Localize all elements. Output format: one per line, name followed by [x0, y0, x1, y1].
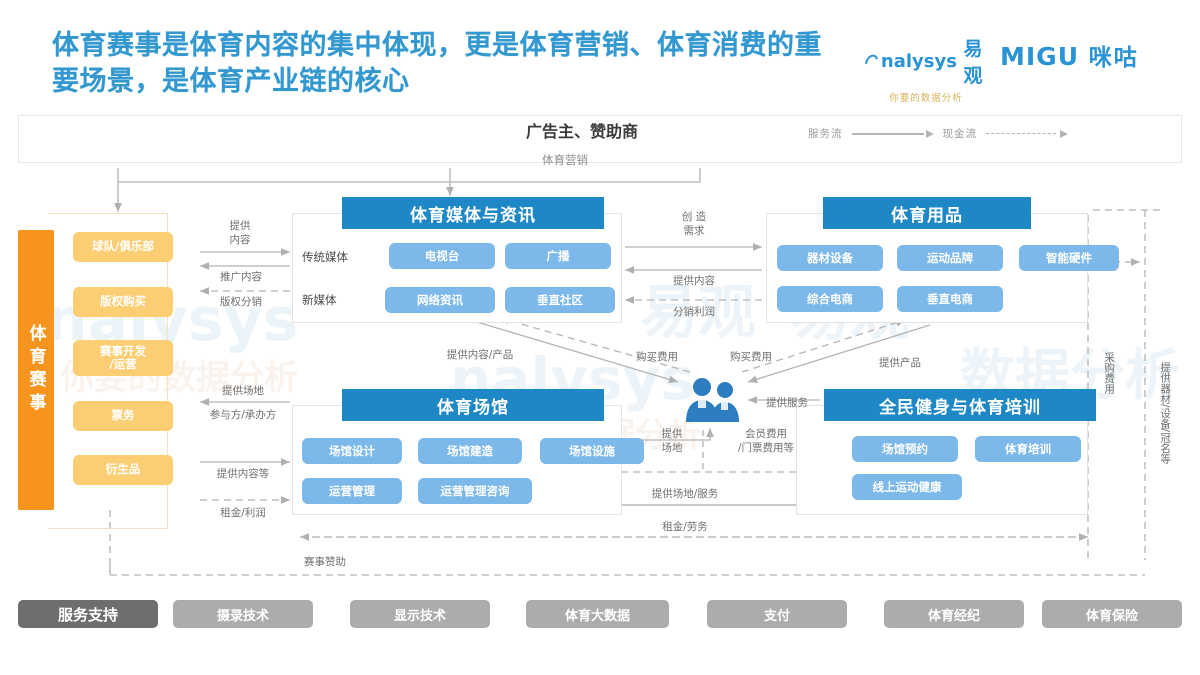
media-chip-tv[interactable]: 电视台 [389, 243, 495, 269]
goods-chip-smart-hardware[interactable]: 智能硬件 [1019, 245, 1119, 271]
venue-chip-operation-consulting[interactable]: 运营管理咨询 [418, 478, 532, 504]
fitness-chip-online-health[interactable]: 线上运动健康 [852, 474, 962, 500]
flow-label-member-ticket-fee: 会员费用 /门票费用等 [737, 428, 795, 455]
page-title: 体育赛事是体育内容的集中体现，更是体育营销、体育消费的重要场景，是体育产业链的核… [52, 30, 822, 97]
goods-chip-vertical-ecommerce[interactable]: 垂直电商 [897, 286, 1003, 312]
flow-label-promote-content: 推广内容 [220, 271, 262, 283]
goods-chip-equipment[interactable]: 器材设备 [777, 245, 883, 271]
support-bar: 服务支持 摄录技术 显示技术 体育大数据 支付 体育经纪 体育保险 [18, 600, 1182, 628]
analysys-tagline: 你要的数据分析 [889, 93, 963, 104]
flow-label-provide-content-etc: 提供内容等 [216, 468, 270, 480]
goods-chip-sports-brand[interactable]: 运动品牌 [897, 245, 1003, 271]
flow-label-provide-venue-service: 提供场地/服务 [651, 488, 719, 500]
venue-chip-operation-mgmt[interactable]: 运营管理 [302, 478, 402, 504]
legend-solid-arrow-icon [851, 130, 934, 138]
fitness-chip-venue-booking[interactable]: 场馆预约 [852, 436, 958, 462]
analysys-logo: nalysys 易观 你要的数据分析 [862, 34, 986, 104]
legend-dashed-arrow-icon [986, 130, 1068, 138]
migu-logo-en: MIGU [1000, 42, 1079, 71]
migu-logo-cn: 咪咕 [1088, 45, 1139, 71]
advertiser-band [18, 115, 1182, 163]
advertiser-subtitle: 体育营销 [542, 153, 588, 167]
media-row-label-traditional: 传统媒体 [302, 250, 348, 264]
media-chip-vertical-community[interactable]: 垂直社区 [505, 287, 615, 313]
support-item-display-tech[interactable]: 显示技术 [350, 600, 490, 628]
analysys-logo-en: nalysys [880, 50, 957, 72]
goods-chip-general-ecommerce[interactable]: 综合电商 [777, 286, 883, 312]
flow-label-purchase-fee-left: 购买费用 [636, 351, 678, 363]
support-item-recording-tech[interactable]: 摄录技术 [173, 600, 313, 628]
flow-label-provide-content-mid: 提供内容 [673, 275, 715, 287]
media-chip-online-news[interactable]: 网络资讯 [385, 287, 495, 313]
flow-label-purchase-fee-right: 购买费用 [730, 351, 772, 363]
support-item-big-data[interactable]: 体育大数据 [526, 600, 669, 628]
goods-module-title: 体育用品 [823, 197, 1031, 229]
sports-events-bar: 体育赛事 [18, 230, 54, 510]
event-item-team-club[interactable]: 球队/俱乐部 [73, 232, 173, 262]
flow-label-copyright-distribution: 版权分销 [220, 296, 262, 308]
flow-label-provide-venue-left: 提供场地 [222, 385, 264, 397]
flow-label-rent-profit-left: 租金/利润 [220, 507, 266, 519]
event-item-event-development[interactable]: 赛事开发 /运营 [73, 340, 173, 376]
support-item-agency[interactable]: 体育经纪 [884, 600, 1024, 628]
venue-chip-design[interactable]: 场馆设计 [302, 438, 402, 464]
venue-module-title: 体育场馆 [342, 389, 604, 421]
consumer-icon [686, 378, 739, 422]
flow-label-provide-content: 提供 内容 [229, 220, 251, 247]
flow-label-provide-venue-center: 提供 场地 [661, 428, 683, 455]
flow-label-provide-service: 提供服务 [766, 397, 808, 409]
media-module-title: 体育媒体与资讯 [342, 197, 604, 229]
venue-chip-construction[interactable]: 场馆建造 [418, 438, 522, 464]
flow-label-provide-product: 提供产品 [879, 357, 921, 369]
analysys-swoosh-icon [862, 51, 881, 71]
flow-label-rent-labor: 租金/劳务 [662, 521, 708, 533]
fitness-module-title: 全民健身与体育培训 [824, 389, 1096, 421]
legend: 服务流 现金流 [808, 126, 1068, 141]
support-item-payment[interactable]: 支付 [707, 600, 847, 628]
legend-service-label: 服务流 [808, 128, 843, 140]
flow-label-procurement-fee: 采购费用 [1103, 352, 1116, 394]
flow-label-distribution-profit: 分销利润 [673, 306, 715, 318]
venue-chip-facilities[interactable]: 场馆设施 [540, 438, 644, 464]
event-item-ticketing[interactable]: 票务 [73, 401, 173, 431]
migu-logo: MIGU 咪咕 [1000, 38, 1139, 72]
flow-label-provide-content-product: 提供内容/产品 [446, 349, 514, 361]
analysys-logo-cn: 易观 [963, 38, 984, 87]
flow-label-event-sponsorship: 赛事赞助 [304, 556, 346, 568]
support-item-insurance[interactable]: 体育保险 [1042, 600, 1182, 628]
flow-label-create-demand: 创 造 需求 [681, 211, 707, 238]
flow-label-participant-organizer: 参与方/承办方 [209, 409, 277, 421]
legend-cash-label: 现金流 [942, 128, 977, 140]
event-item-derivatives[interactable]: 衍生品 [73, 455, 173, 485]
advertiser-title: 广告主、赞助商 [525, 122, 638, 141]
flow-label-provide-equipment: 提供器材/设备/冠名等 [1159, 362, 1172, 464]
support-item-service[interactable]: 服务支持 [18, 600, 158, 628]
fitness-chip-sports-training[interactable]: 体育培训 [975, 436, 1081, 462]
media-row-label-new: 新媒体 [302, 293, 337, 307]
media-chip-radio[interactable]: 广播 [505, 243, 611, 269]
event-item-copyright-purchase[interactable]: 版权购买 [73, 287, 173, 317]
